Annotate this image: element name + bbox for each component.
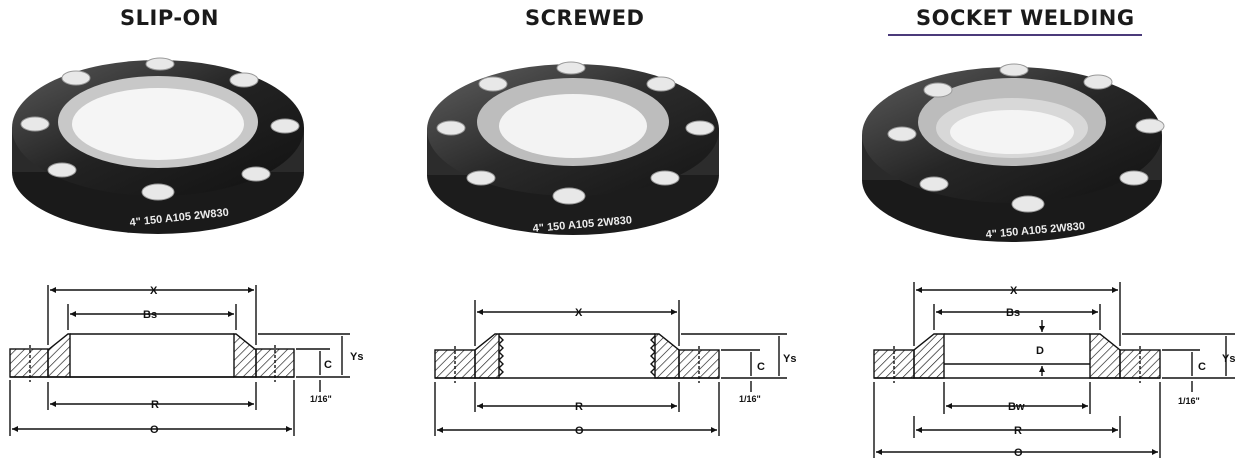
socket-welding-x-label: X [1010,285,1018,297]
socket-welding-c-label: C [1198,361,1206,373]
screwed-c-label: C [757,361,765,373]
slip-on-bs-label: Bs [143,309,157,321]
socket-welding-title: SOCKET WELDING [916,6,1135,30]
slip-on-illustrations: 4" 150 A105 2W830 [9,57,363,436]
screwed-o-label: O [575,425,584,437]
screwed-title: SCREWED [525,6,645,30]
socket-welding-raised-face-label: 1/16" [1178,396,1200,406]
slip-on-ys-label: Ys [350,351,363,363]
slip-on-r-label: R [151,399,159,411]
slip-on-title: SLIP-ON [120,6,219,30]
screwed-r-label: R [575,401,583,413]
screwed-panel: SCREWED 4" 150 A [415,0,830,461]
socket-welding-arrowheads [876,287,1158,455]
socket-welding-illustrations: 4" 150 A105 2W830 [862,63,1235,459]
screwed-x-label: X [575,307,583,319]
screwed-cross-section [434,300,787,436]
slip-on-flange-photo [12,57,304,234]
socket-welding-title-underline [888,34,1142,36]
slip-on-cross-section [9,285,350,436]
socket-welding-panel: SOCKET WELDING [830,0,1245,461]
socket-welding-d-label: D [1036,345,1044,357]
screwed-arrowheads [437,309,717,433]
slip-on-panel: SLIP-ON 4" [0,0,415,461]
slip-on-x-label: X [150,285,158,297]
socket-welding-cross-section [873,282,1235,458]
screwed-raised-face-label: 1/16" [739,394,761,404]
slip-on-o-label: O [150,424,159,436]
socket-welding-flange-photo [862,63,1165,242]
socket-welding-bs-label: Bs [1006,307,1020,319]
socket-welding-o-label: O [1014,447,1023,459]
slip-on-arrowheads [12,287,292,432]
socket-welding-r-label: R [1014,425,1022,437]
slip-on-raised-face-label: 1/16" [310,394,332,404]
screwed-illustrations: 4" 150 A105 2W830 [427,61,796,437]
slip-on-c-label: C [324,359,332,371]
screwed-ys-label: Ys [783,353,796,365]
socket-welding-bw-label: Bw [1008,401,1025,413]
screwed-flange-photo [427,61,719,235]
socket-welding-ys-label: Ys [1222,353,1235,365]
